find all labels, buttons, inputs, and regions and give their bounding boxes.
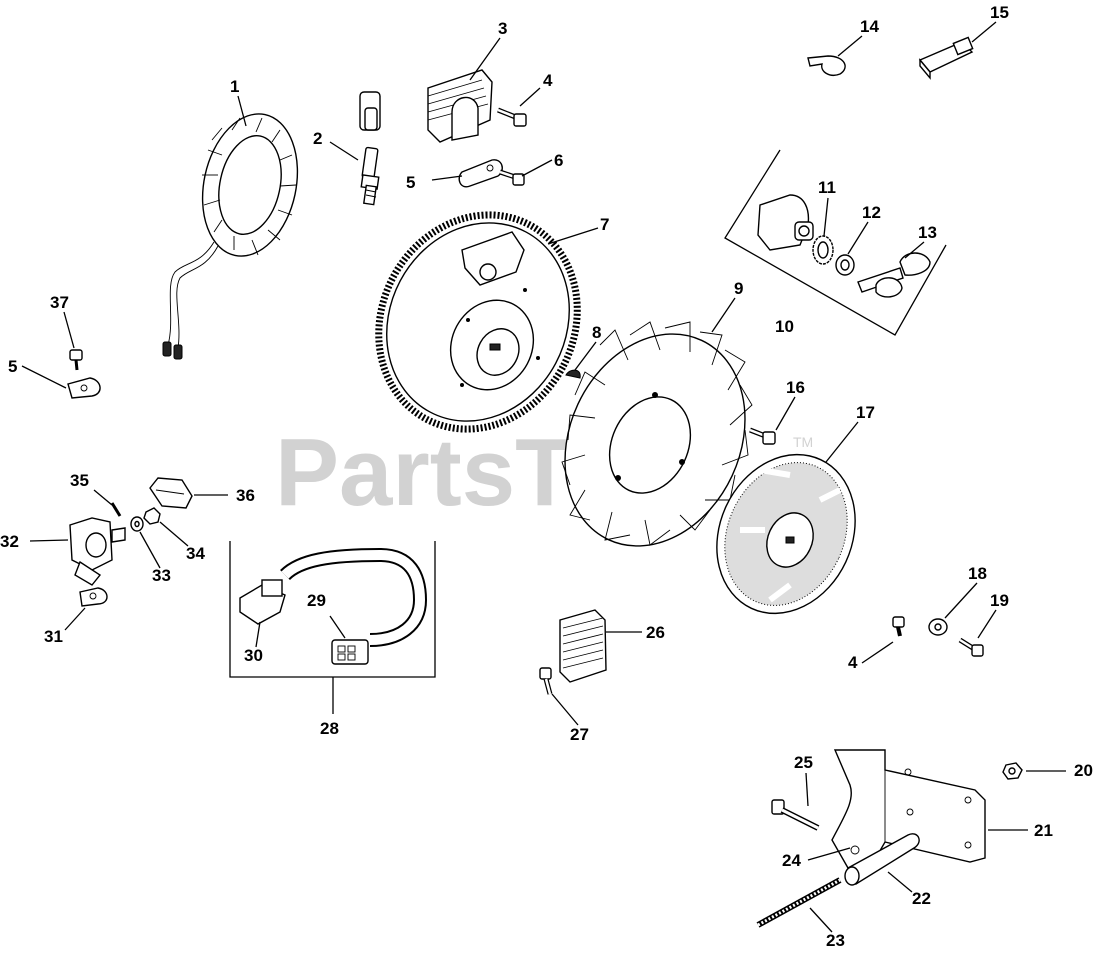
callout-37: 37: [50, 293, 69, 312]
callout-23: 23: [826, 931, 845, 950]
callout-10: 10: [775, 317, 794, 336]
ignition-coil-part[interactable]: [359, 29, 493, 143]
callout-27: 27: [570, 725, 589, 744]
key-switch-part[interactable]: [757, 194, 814, 251]
callout-25: 25: [794, 753, 813, 772]
long-bolt-part[interactable]: [756, 877, 842, 928]
watermark-trademark: TM: [793, 434, 813, 450]
callout-34: 34: [186, 544, 205, 563]
callout-30: 30: [244, 646, 263, 665]
bolt-part-25[interactable]: [771, 799, 820, 831]
connector-part-29[interactable]: [331, 639, 369, 665]
callout-18: 18: [968, 564, 987, 583]
callout-4: 4: [543, 71, 553, 90]
callout-15: 15: [990, 3, 1009, 22]
rectifier-part[interactable]: [559, 609, 607, 683]
callout-labels: 1 2 3 4 5 6 7 8 9 10 11 12 13 14 15 16 1…: [0, 3, 1093, 950]
callout-26: 26: [646, 623, 665, 642]
callout-32: 32: [0, 532, 19, 551]
screw-part-37[interactable]: [69, 349, 83, 371]
callout-1: 1: [230, 77, 239, 96]
callout-35: 35: [70, 471, 89, 490]
bolt-part-16[interactable]: [749, 427, 776, 445]
clip-part-31[interactable]: [79, 587, 108, 607]
callout-29: 29: [307, 591, 326, 610]
callout-9: 9: [734, 279, 743, 298]
callout-5-lower: 5: [8, 357, 17, 376]
flywheel-part[interactable]: [342, 180, 615, 464]
screw-part-35[interactable]: [110, 502, 122, 517]
bolt-part-27[interactable]: [539, 667, 553, 695]
callout-19: 19: [990, 591, 1009, 610]
callout-12: 12: [862, 203, 881, 222]
nut-part-34[interactable]: [143, 507, 161, 525]
callout-20: 20: [1074, 761, 1093, 780]
bolt-part-19[interactable]: [958, 637, 984, 657]
switch-washer-part[interactable]: [812, 235, 834, 265]
clip-part-5-lower[interactable]: [67, 377, 101, 399]
boot-part-36[interactable]: [149, 477, 193, 509]
washer-part-18[interactable]: [928, 618, 948, 636]
terminal-cover-part[interactable]: [918, 36, 974, 80]
callout-6: 6: [554, 151, 563, 170]
bolt-part-lower[interactable]: [892, 616, 905, 637]
callout-8: 8: [592, 323, 601, 342]
woodruff-key-part[interactable]: [565, 369, 581, 379]
callout-24: 24: [782, 851, 801, 870]
key-switch-bracket: [724, 149, 947, 336]
cooling-fan-part[interactable]: [531, 304, 778, 575]
callout-7: 7: [600, 215, 609, 234]
stator-part[interactable]: [162, 105, 310, 360]
callout-21: 21: [1034, 821, 1053, 840]
callout-4-lower: 4: [848, 653, 858, 672]
clamp-part[interactable]: [807, 55, 846, 76]
callout-2: 2: [313, 129, 322, 148]
callout-14: 14: [860, 17, 879, 36]
solenoid-part[interactable]: [69, 517, 126, 586]
wiring-harness-part[interactable]: [280, 547, 428, 647]
bolt-part-upper[interactable]: [497, 107, 527, 127]
callout-31: 31: [44, 627, 63, 646]
washer-part-33[interactable]: [130, 516, 144, 532]
callout-16: 16: [786, 378, 805, 397]
switch-nut-part[interactable]: [835, 254, 855, 276]
leader-lines: [21, 21, 1066, 933]
ignition-key-part[interactable]: [857, 252, 931, 298]
callout-36: 36: [236, 486, 255, 505]
bolt-part-6[interactable]: [499, 169, 525, 186]
callout-33: 33: [152, 566, 171, 585]
spacer-tube-part[interactable]: [844, 833, 920, 886]
callout-28: 28: [320, 719, 339, 738]
callout-3: 3: [498, 19, 507, 38]
mounting-bracket-part[interactable]: [831, 749, 986, 869]
callout-17: 17: [856, 403, 875, 422]
spark-plug-part[interactable]: [360, 146, 380, 206]
grass-screen-part[interactable]: [692, 432, 881, 636]
clip-part-upper[interactable]: [458, 159, 503, 188]
callout-22: 22: [912, 889, 931, 908]
callout-5: 5: [406, 173, 415, 192]
callout-11: 11: [818, 178, 836, 197]
callout-13: 13: [918, 223, 937, 242]
nut-part-20[interactable]: [1002, 762, 1023, 780]
connector-part-30[interactable]: [239, 579, 286, 625]
